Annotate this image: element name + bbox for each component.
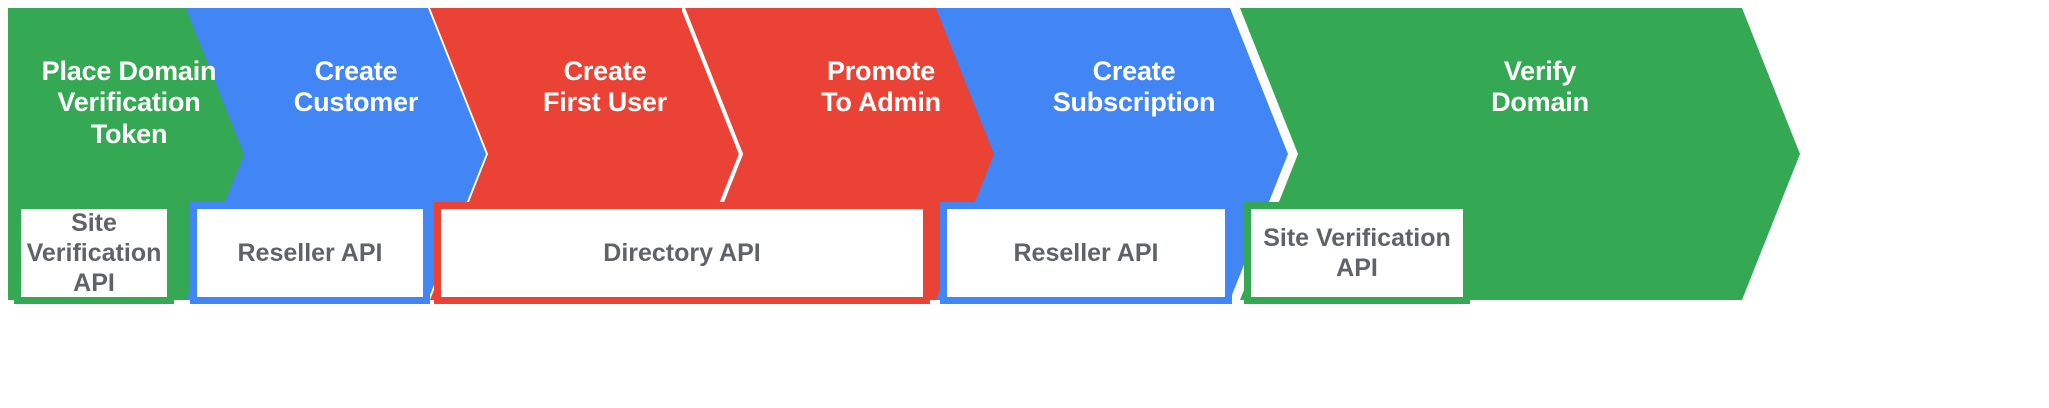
api-box-label-1: Site Verification API xyxy=(26,209,162,297)
api-box-label-2: Reseller API xyxy=(237,239,383,267)
step-title-2: Create Customer xyxy=(293,56,419,118)
api-box-4[interactable]: Reseller API xyxy=(940,202,1232,304)
step-title-3: Create First User xyxy=(542,56,668,118)
api-box-1[interactable]: Site Verification API xyxy=(14,202,174,304)
step-title-1: Place Domain Verification Token xyxy=(41,56,217,149)
step-title-4: Promote To Admin xyxy=(821,56,941,118)
api-box-2[interactable]: Reseller API xyxy=(190,202,430,304)
step-title-6: Verify Domain xyxy=(1491,56,1589,118)
step-title-5: Create Subscription xyxy=(1052,56,1216,118)
api-box-label-4: Reseller API xyxy=(1013,239,1159,267)
api-box-5[interactable]: Site Verification API xyxy=(1244,202,1470,304)
api-box-label-3: Directory API xyxy=(603,239,761,267)
api-box-label-5: Site Verification API xyxy=(1263,224,1451,282)
api-box-3[interactable]: Directory API xyxy=(434,202,930,304)
